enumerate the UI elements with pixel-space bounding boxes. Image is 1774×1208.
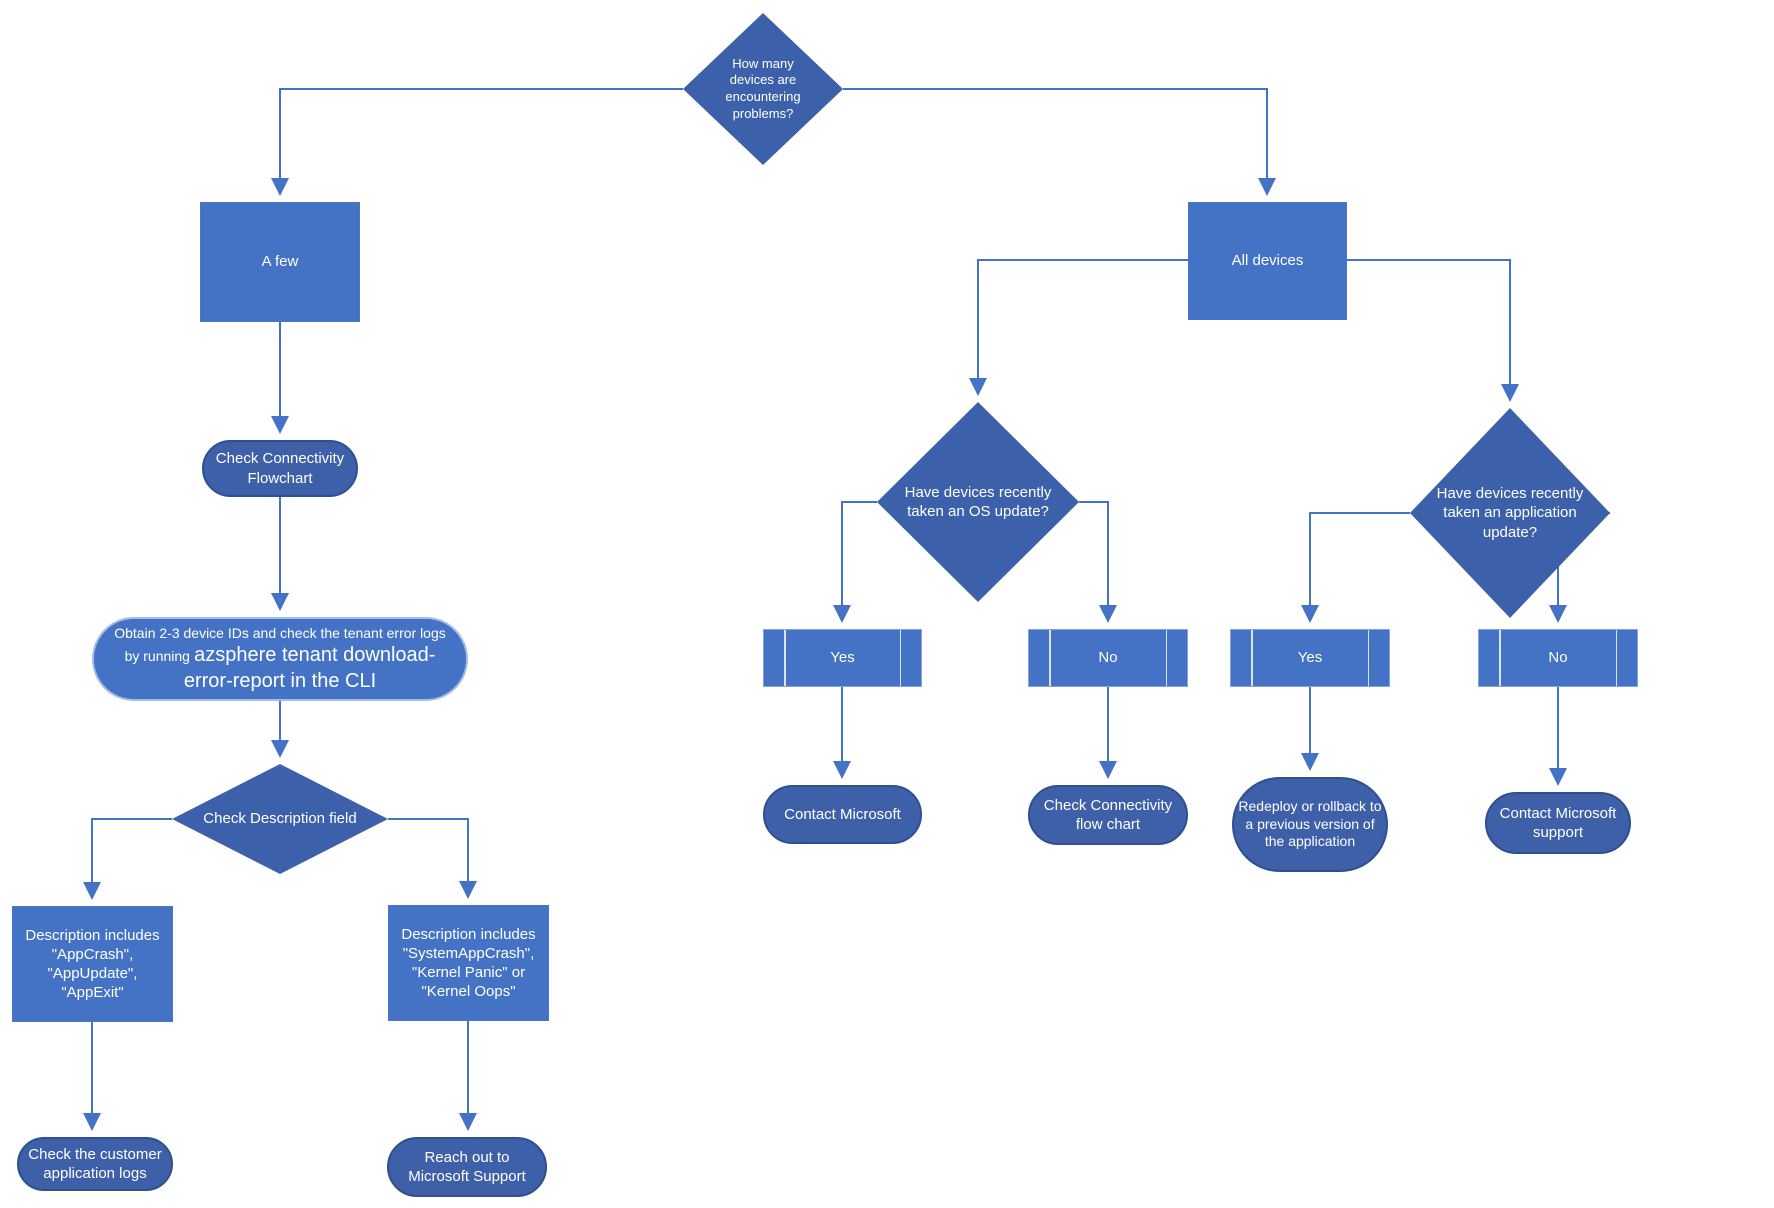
terminal-check-connectivity-flow-chart-label: Check Connectivity flow chart bbox=[1043, 796, 1173, 833]
subroutine-no-os-label: No bbox=[1098, 649, 1118, 667]
terminal-contact-microsoft: Contact Microsoft bbox=[763, 785, 922, 844]
terminal-check-connectivity-flowchart-label: Check Connectivity Flowchart bbox=[215, 450, 345, 487]
connector-osupdate-no bbox=[1079, 501, 1117, 623]
terminal-check-customer-application-logs-label: Check the customer application logs bbox=[28, 1145, 162, 1182]
connector-description-systemappcrash bbox=[388, 818, 477, 899]
terminal-contact-microsoft-label: Contact Microsoft bbox=[784, 805, 901, 823]
decision-check-description-field-label: Check Description field bbox=[203, 810, 357, 828]
subroutine-no-app: No bbox=[1478, 629, 1638, 687]
subroutine-yes-app-label: Yes bbox=[1297, 649, 1323, 667]
terminal-contact-microsoft-support-label: Contact Microsoft support bbox=[1499, 804, 1617, 841]
decision-application-update: Have devices recently taken an applicati… bbox=[1410, 408, 1610, 618]
terminal-reach-out-microsoft-support-label: Reach out to Microsoft Support bbox=[408, 1148, 526, 1185]
process-a-few-label: A few bbox=[261, 253, 299, 271]
process-description-appcrash-label: Description includes "AppCrash", "AppUpd… bbox=[25, 926, 160, 1002]
process-description-appcrash: Description includes "AppCrash", "AppUpd… bbox=[12, 906, 173, 1022]
connector-description-appcrash bbox=[83, 818, 172, 900]
decision-check-description-field: Check Description field bbox=[172, 764, 388, 874]
connector-alldevices-appupdate bbox=[1347, 259, 1519, 402]
terminal-check-connectivity-flowchart: Check Connectivity Flowchart bbox=[202, 440, 358, 497]
connector-howmany-afew bbox=[271, 88, 683, 196]
terminal-check-connectivity-flow-chart: Check Connectivity flow chart bbox=[1028, 785, 1188, 845]
process-a-few: A few bbox=[200, 202, 360, 322]
terminal-redeploy-rollback: Redeploy or rollback to a previous versi… bbox=[1232, 777, 1388, 872]
connector-howmany-alldevices bbox=[843, 88, 1276, 196]
process-description-systemappcrash: Description includes "SystemAppCrash", "… bbox=[388, 905, 549, 1021]
connector-appupdate-yes bbox=[1301, 512, 1410, 623]
subroutine-yes-os: Yes bbox=[763, 629, 922, 687]
process-description-systemappcrash-label: Description includes "SystemAppCrash", "… bbox=[401, 925, 536, 1001]
decision-how-many-devices: How many devices are encountering proble… bbox=[683, 13, 843, 165]
terminal-obtain-device-ids: Obtain 2-3 device IDs and check the tena… bbox=[92, 617, 468, 701]
subroutine-yes-app: Yes bbox=[1230, 629, 1390, 687]
terminal-reach-out-microsoft-support: Reach out to Microsoft Support bbox=[387, 1137, 547, 1197]
connector-alldevices-osupdate bbox=[969, 259, 1188, 396]
decision-os-update: Have devices recently taken an OS update… bbox=[877, 402, 1079, 602]
decision-os-update-label: Have devices recently taken an OS update… bbox=[904, 483, 1052, 520]
decision-how-many-devices-label: How many devices are encountering proble… bbox=[725, 55, 801, 121]
decision-application-update-label: Have devices recently taken an applicati… bbox=[1436, 485, 1584, 541]
subroutine-yes-os-label: Yes bbox=[830, 649, 855, 667]
process-all-devices: All devices bbox=[1188, 202, 1347, 320]
terminal-redeploy-rollback-label: Redeploy or rollback to a previous versi… bbox=[1238, 797, 1382, 850]
subroutine-no-app-label: No bbox=[1548, 649, 1568, 667]
terminal-contact-microsoft-support: Contact Microsoft support bbox=[1485, 792, 1631, 854]
subroutine-no-os: No bbox=[1028, 629, 1188, 687]
connector-osupdate-yes bbox=[833, 501, 877, 623]
terminal-obtain-device-ids-label: Obtain 2-3 device IDs and check the tena… bbox=[108, 624, 452, 694]
terminal-check-customer-application-logs: Check the customer application logs bbox=[17, 1137, 173, 1191]
obtain-text-normal: Obtain 2-3 device IDs and check the tena… bbox=[114, 624, 446, 664]
obtain-text-command: azsphere tenant download-error-report in… bbox=[183, 644, 436, 692]
process-all-devices-label: All devices bbox=[1231, 252, 1304, 270]
